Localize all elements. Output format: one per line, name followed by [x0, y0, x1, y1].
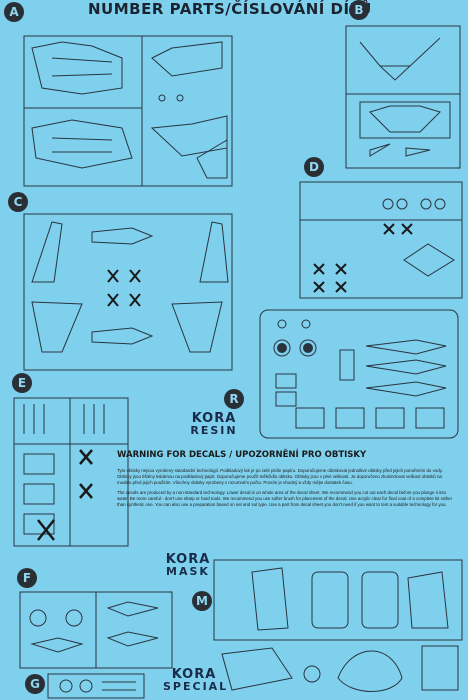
section-badge-f: F: [17, 568, 37, 588]
kora-mask-logo: KORA MASK: [160, 553, 216, 577]
sprue-f-drawing: [19, 591, 173, 669]
sprue-g-drawing: [47, 673, 145, 699]
sprue-a-drawing: [23, 35, 233, 187]
section-badge-a: A: [4, 2, 24, 22]
kora-mask-logo-bottom: MASK: [166, 565, 210, 578]
sprue-c-drawing: [23, 213, 233, 371]
section-badge-g: G: [25, 674, 45, 694]
sprue-b-drawing: [345, 25, 461, 169]
kora-resin-logo-bottom: RESIN: [190, 424, 238, 437]
section-badge-m: M: [192, 591, 212, 611]
section-badge-e: E: [12, 373, 32, 393]
section-badge-c: C: [8, 192, 28, 212]
kora-resin-logo-top: KORA: [191, 411, 237, 426]
kora-mask-logo-top: KORA: [165, 552, 211, 567]
page-title: NUMBER PARTS/ČÍSLOVÁNÍ DÍLŮ: [88, 0, 372, 18]
decal-warning-english: The decals are produced by a non-standar…: [117, 490, 453, 507]
decal-warning-czech: Tyto obtisky nejsou vyrobeny standardní …: [117, 468, 443, 485]
sprue-e-drawing: [13, 397, 129, 547]
kora-special-logo: KORA SPECIAL: [163, 667, 229, 693]
kora-special-logo-bottom: SPECIAL: [163, 680, 229, 693]
section-badge-r: R: [224, 389, 244, 409]
section-badge-b: B: [349, 0, 369, 20]
section-badge-d: D: [304, 157, 324, 177]
decal-warning-body: Tyto obtisky nejsou vyrobeny standardní …: [117, 468, 457, 512]
kora-resin-logo: KORA RESIN: [188, 412, 240, 436]
kora-special-logo-top: KORA: [171, 667, 217, 682]
mask-sheet-drawing: [213, 559, 463, 692]
decal-warning-title: WARNING FOR DECALS / UPOZORNĚNÍ PRO OBTI…: [117, 450, 367, 460]
sprue-d-drawing: [299, 181, 463, 299]
resin-parts-drawing: [259, 309, 459, 439]
